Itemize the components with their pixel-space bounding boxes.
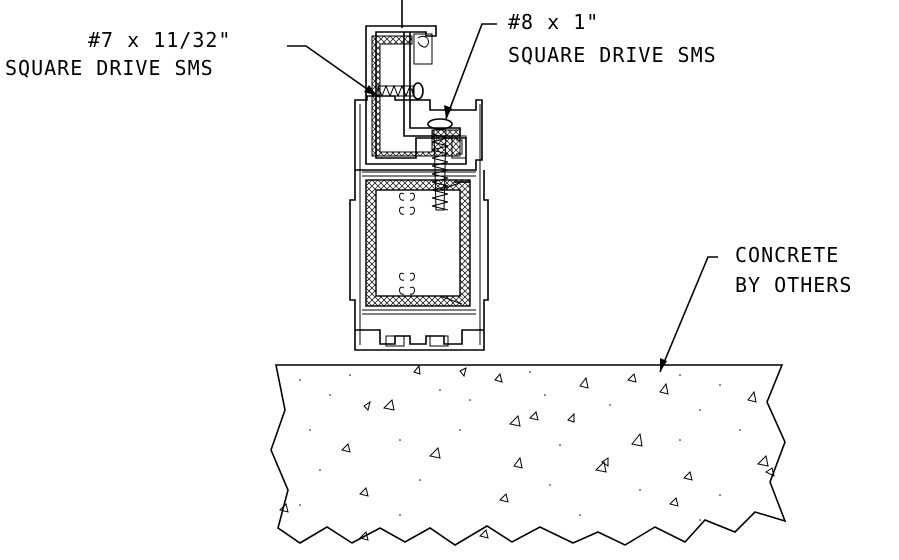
concrete-slab: [270, 364, 787, 546]
frame-extrusion: [349, 95, 489, 351]
screw-small-leader: [287, 45, 378, 97]
insulated-core: [365, 179, 471, 307]
screw-small-desc-label: SQUARE DRIVE SMS: [5, 56, 214, 80]
callout-concrete: CONCRETE BY OTHERS: [659, 243, 852, 373]
screw-large: [427, 118, 453, 211]
screw-large-leader: [445, 23, 497, 120]
callout-screw-small: #7 x 11/32" SQUARE DRIVE SMS: [5, 28, 378, 97]
callout-screw-large: #8 x 1" SQUARE DRIVE SMS: [444, 10, 717, 120]
concrete-leader: [659, 256, 718, 373]
screw-small: [377, 82, 424, 100]
top-adapter: [365, 25, 467, 165]
screw-large-size-label: #8 x 1": [508, 10, 599, 34]
screw-small-size-label: #7 x 11/32": [88, 28, 231, 52]
concrete-label-line1: CONCRETE: [735, 243, 839, 267]
concrete-label-line2: BY OTHERS: [735, 273, 852, 297]
screw-large-desc-label: SQUARE DRIVE SMS: [508, 43, 717, 67]
